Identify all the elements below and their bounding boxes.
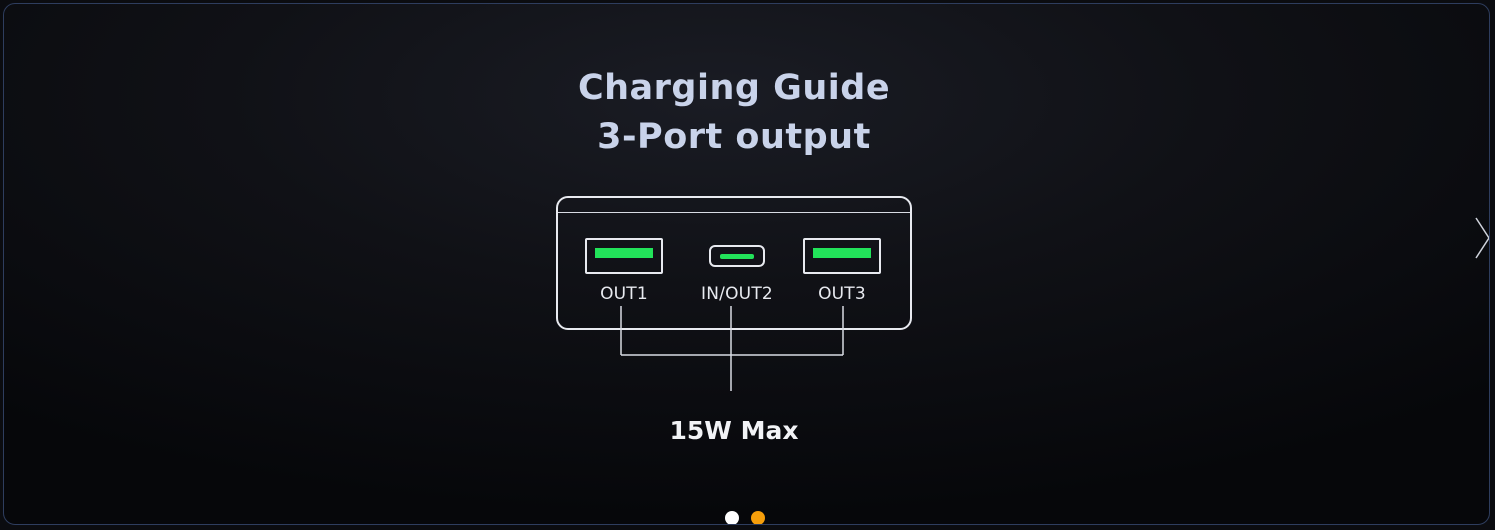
max-output-label: 15W Max [669,416,799,445]
port-label-inout2: IN/OUT2 [701,284,773,304]
usb-c-port-icon [709,245,765,267]
carousel-dot-1[interactable] [725,511,739,524]
carousel-slide: Charging Guide 3-Port output OUT1 IN/OUT… [3,3,1490,525]
usb-a-port-icon [803,238,881,274]
device-top-edge [558,212,910,213]
chevron-right-icon [1475,217,1489,259]
power-bank-ports-diagram: OUT1 IN/OUT2 OUT3 [556,196,912,330]
port-indicator [595,248,653,258]
port-indicator [813,248,871,258]
next-slide-button[interactable] [1473,216,1489,260]
port-label-out3: OUT3 [818,284,866,304]
usb-a-port-icon [585,238,663,274]
slide-title-line2: 3-Port output [597,117,871,157]
slide-title-line1: Charging Guide [577,68,891,108]
port-label-out1: OUT1 [600,284,648,304]
carousel-dot-2[interactable] [751,511,765,524]
port-indicator [720,254,754,259]
